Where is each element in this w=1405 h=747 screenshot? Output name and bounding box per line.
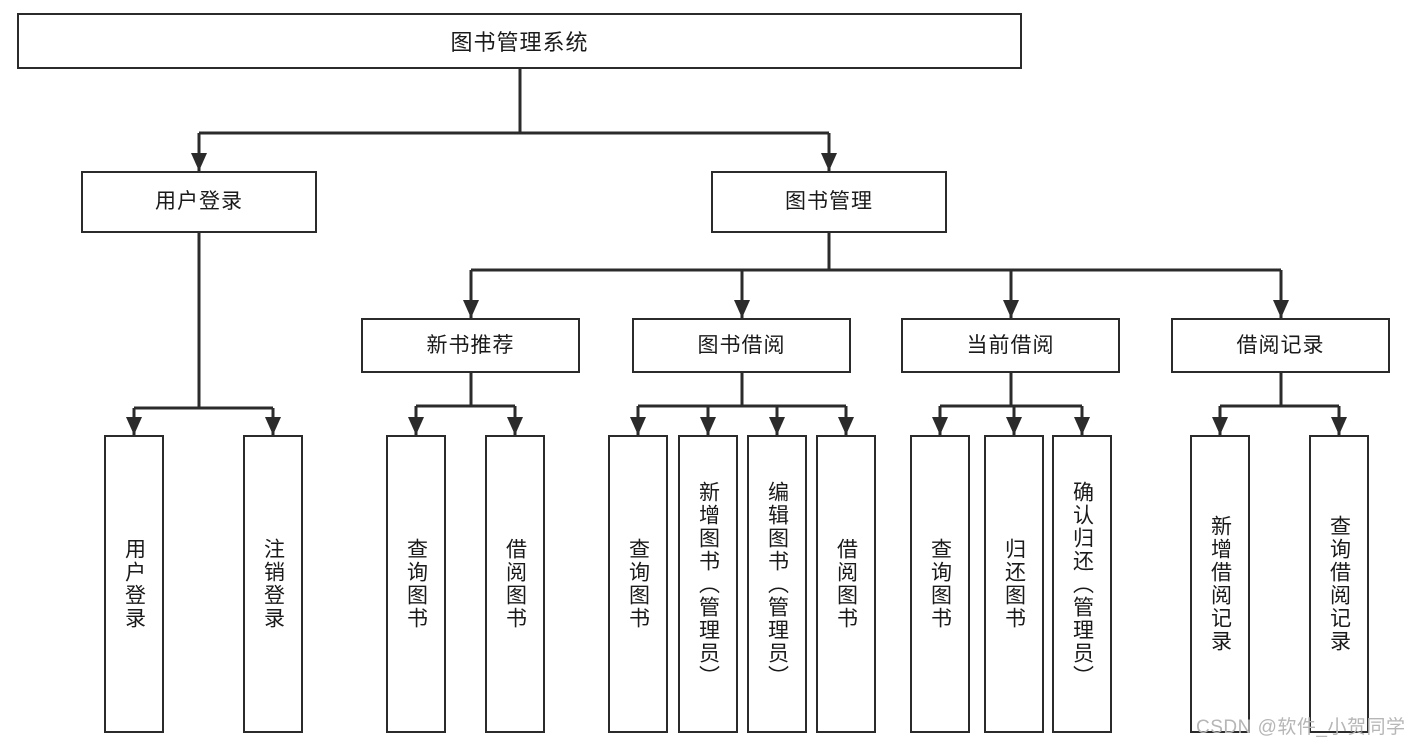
node-label: 查询借阅记录 [1327,515,1351,653]
node-label: 新增借阅记录 [1208,515,1232,653]
edge-arrowhead [1003,300,1019,318]
edge-arrowhead [1074,417,1090,435]
edge-arrowhead [734,300,750,318]
edge-arrowhead [1212,417,1228,435]
edge-arrowhead [507,417,523,435]
node-l-confirmreturn: 确认归还（管理员） [1052,435,1112,733]
node-label: 用户登录 [155,190,243,214]
node-label: 借阅图书 [503,538,527,630]
node-label: 新增图书（管理员） [696,480,720,688]
node-label: 归还图书 [1002,538,1026,630]
node-l-editbook: 编辑图书（管理员） [747,435,807,733]
node-records: 借阅记录 [1171,318,1390,373]
edge-arrowhead [1006,417,1022,435]
node-l-queryrecord: 查询借阅记录 [1309,435,1369,733]
node-root: 图书管理系统 [17,13,1022,69]
node-label: 查询图书 [928,538,952,630]
edge-arrowhead [408,417,424,435]
edge-arrowhead [463,300,479,318]
node-label: 借阅图书 [834,538,858,630]
node-current: 当前借阅 [901,318,1120,373]
edge-arrowhead [700,417,716,435]
edge-arrowhead [630,417,646,435]
node-label: 当前借阅 [966,333,1055,357]
node-label: 确认归还（管理员） [1070,480,1094,688]
edge-arrowhead [1331,417,1347,435]
edge-arrowhead [932,417,948,435]
node-l-returnbook: 归还图书 [984,435,1044,733]
edge-arrowhead [126,417,142,435]
edge-arrowhead [265,417,281,435]
node-label: 查询图书 [626,538,650,630]
edge-arrowhead [1273,300,1289,318]
node-l-logout: 注销登录 [243,435,303,733]
node-label: 用户登录 [122,538,146,630]
node-label: 新书推荐 [426,333,515,357]
node-newbook: 新书推荐 [361,318,580,373]
node-l-addrecord: 新增借阅记录 [1190,435,1250,733]
edge-arrowhead [821,153,837,171]
edge-arrowhead [769,417,785,435]
edge-arrowhead [191,153,207,171]
edge-arrowhead [838,417,854,435]
node-label: 图书管理 [785,190,873,214]
csdn-watermark: CSDN @软件_小贺同学 [1196,717,1405,738]
node-label: 注销登录 [261,538,285,630]
node-l-borrowbook1: 借阅图书 [485,435,545,733]
node-l-querybook2: 查询图书 [608,435,668,733]
node-login: 用户登录 [81,171,317,233]
node-l-borrowbook2: 借阅图书 [816,435,876,733]
node-label: 图书借阅 [697,333,786,357]
node-l-querybook1: 查询图书 [386,435,446,733]
node-label: 查询图书 [404,538,428,630]
node-label: 编辑图书（管理员） [765,480,789,688]
node-borrow: 图书借阅 [632,318,851,373]
node-bookmgr: 图书管理 [711,171,947,233]
node-l-querybook3: 查询图书 [910,435,970,733]
node-label: 图书管理系统 [450,30,589,55]
node-l-userlogin: 用户登录 [104,435,164,733]
node-l-addbook: 新增图书（管理员） [678,435,738,733]
node-label: 借阅记录 [1236,333,1325,357]
